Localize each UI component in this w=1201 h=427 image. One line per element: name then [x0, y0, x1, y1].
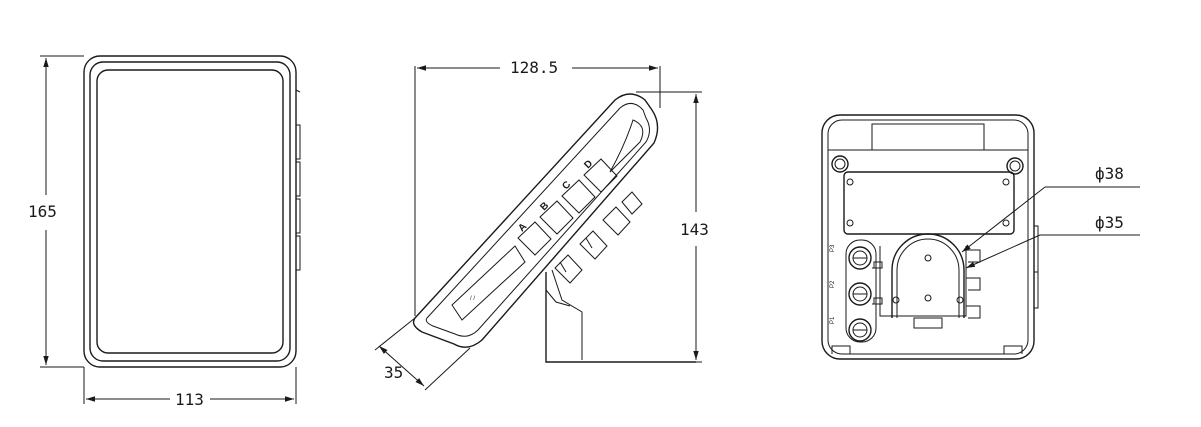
side-keys: A B C D: [516, 158, 618, 256]
rear-bracket: [872, 233, 981, 329]
front-view: 165 113: [28, 55, 301, 409]
port-p1-label: P1: [830, 316, 836, 324]
side-view: / / A B C D 128.5: [374, 58, 709, 391]
rear-ports: P3 P2 P1: [830, 239, 883, 343]
side-depth-label: 35: [384, 363, 403, 382]
front-height-label: 165: [28, 202, 57, 221]
hole-38-label: ф38: [1095, 164, 1124, 183]
side-connectors: [554, 191, 643, 284]
port-p3-label: P3: [830, 244, 836, 252]
hole-35-label: ф35: [1095, 213, 1124, 232]
side-length-label: 128.5: [510, 58, 558, 77]
port-p2-label: P2: [830, 280, 836, 288]
key-d-label: D: [582, 158, 595, 171]
key-c-label: C: [560, 179, 573, 192]
side-height-label: 143: [680, 220, 709, 239]
key-a-label: A: [516, 221, 529, 234]
side-window-mark: / /: [470, 296, 475, 302]
key-b-label: B: [538, 200, 551, 213]
rear-view: P3 P2 P1 ф38: [821, 114, 1140, 360]
front-width-label: 113: [175, 390, 204, 409]
